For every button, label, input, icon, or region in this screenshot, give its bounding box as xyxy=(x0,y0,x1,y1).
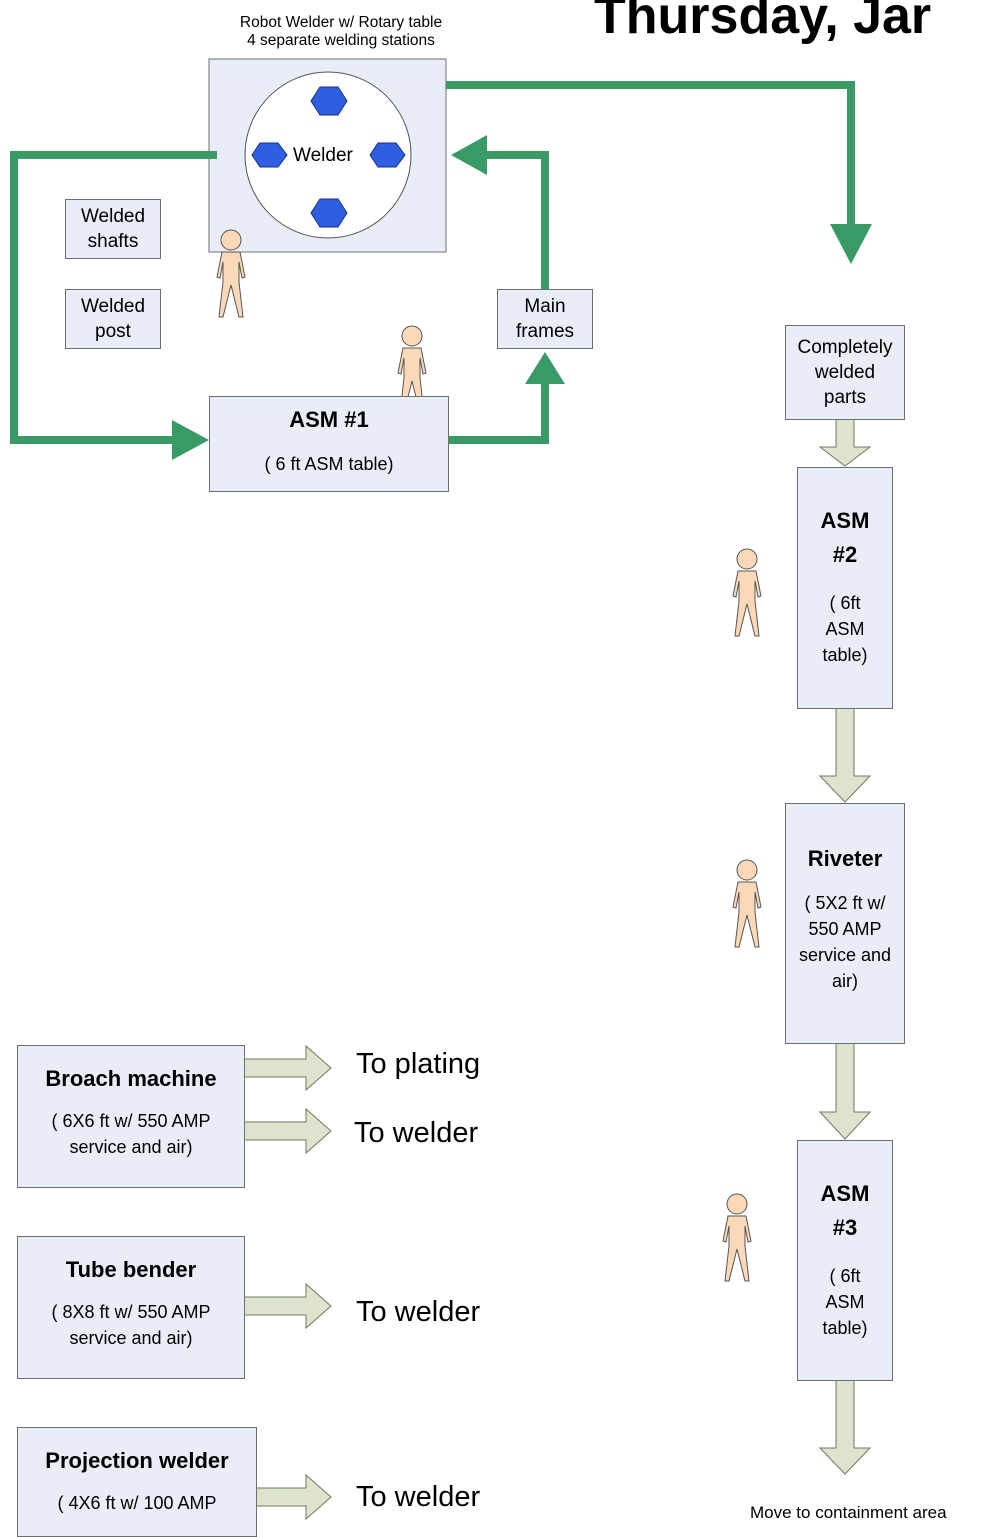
completely-welded-line2: welded xyxy=(814,362,876,383)
asm2-title-line1: ASM xyxy=(820,508,870,533)
flow-line-mainframes-to-robot xyxy=(486,151,549,289)
broach-detail-line1: ( 6X6 ft w/ 550 AMP xyxy=(51,1111,211,1131)
asm2-detail-line2: ASM xyxy=(825,619,865,639)
projection-title: Projection welder xyxy=(45,1448,229,1473)
asm3-title-line2: #3 xyxy=(832,1215,858,1240)
asm3-detail-line1: ( 6ft xyxy=(829,1266,861,1286)
riveter-detail-line2: 550 AMP xyxy=(808,919,882,939)
asm2-detail-line3: table) xyxy=(822,645,868,665)
tube-bender-title: Tube bender xyxy=(65,1257,197,1282)
operator-asm3-icon xyxy=(722,1193,752,1282)
riveter-detail-line4: air) xyxy=(832,971,858,991)
welding-station-right xyxy=(369,142,406,168)
asm3-title-line1: ASM xyxy=(820,1181,870,1206)
arrow-tubebender-to-welder xyxy=(243,1282,332,1330)
robot-caption-line1: Robot Welder w/ Rotary table xyxy=(239,14,443,31)
flow-arrowhead-into-robot xyxy=(451,135,487,175)
broach-dest-welder: To welder xyxy=(354,1117,479,1149)
page-title: Thursday, Jar xyxy=(594,0,932,45)
completely-welded-line3: parts xyxy=(823,387,867,408)
flow-arrowhead-into-completed xyxy=(830,224,872,264)
robot-welder-caption: Robot Welder w/ Rotary table 4 separate … xyxy=(176,14,506,50)
asm3-box: ASM #3 ( 6ft ASM table) xyxy=(797,1140,893,1381)
tube-bender-dest-welder: To welder xyxy=(356,1296,481,1328)
broach-detail-line2: service and air) xyxy=(69,1137,193,1157)
arrow-asm3-to-containment xyxy=(818,1379,872,1475)
asm3-detail-line2: ASM xyxy=(825,1292,865,1312)
asm2-box: ASM #2 ( 6ft ASM table) xyxy=(797,467,893,709)
projection-detail-line1: ( 4X6 ft w/ 100 AMP xyxy=(57,1493,217,1513)
main-frames-box: Main frames xyxy=(497,289,593,349)
operator-asm2-icon xyxy=(732,548,762,637)
main-frames-line1: Main xyxy=(524,296,566,317)
asm2-title-line2: #2 xyxy=(832,542,858,567)
arrow-projection-to-welder xyxy=(243,1473,332,1521)
broach-title: Broach machine xyxy=(45,1066,217,1091)
rotary-table xyxy=(244,71,412,239)
asm3-detail-line3: table) xyxy=(822,1318,868,1338)
arrow-asm2-to-riveter xyxy=(818,707,872,803)
riveter-box: Riveter ( 5X2 ft w/ 550 AMP service and … xyxy=(785,803,905,1044)
riveter-title: Riveter xyxy=(807,846,883,871)
welded-post-box: Welded post xyxy=(65,289,161,349)
flow-line-robot-to-completed xyxy=(446,81,855,224)
operator-riveter-icon xyxy=(732,859,762,948)
rotary-welder-label: Welder xyxy=(293,145,353,166)
asm1-detail: ( 6 ft ASM table) xyxy=(264,454,394,474)
flow-arrowhead-into-mainframes xyxy=(525,352,565,384)
welding-station-top xyxy=(310,86,348,116)
completely-welded-parts-box: Completely welded parts xyxy=(785,325,905,420)
flow-line-robot-to-asm1 xyxy=(10,151,217,444)
projection-welder-box: Projection welder ( 4X6 ft w/ 100 AMP xyxy=(17,1427,257,1537)
robot-caption-line2: 4 separate welding stations xyxy=(247,32,435,49)
operator-robot-welder-icon xyxy=(216,229,246,318)
welded-shafts-box: Welded shafts xyxy=(65,199,161,259)
riveter-detail-line1: ( 5X2 ft w/ xyxy=(804,893,886,913)
welded-post-line2: post xyxy=(95,321,131,342)
tube-bender-box: Tube bender ( 8X8 ft w/ 550 AMP service … xyxy=(17,1236,245,1379)
flow-arrowhead-into-asm1 xyxy=(172,420,209,460)
welded-shafts-line2: shafts xyxy=(87,231,139,252)
welded-post-line1: Welded xyxy=(80,296,146,317)
asm1-title: ASM #1 xyxy=(289,407,369,432)
welding-station-left xyxy=(251,142,288,168)
welding-station-bottom xyxy=(310,198,348,228)
arrow-completed-to-asm2 xyxy=(818,418,872,467)
flow-line-asm1-to-mainframes xyxy=(446,382,549,444)
arrow-broach-to-welder xyxy=(243,1107,332,1155)
welded-shafts-line1: Welded xyxy=(80,206,146,227)
main-frames-line2: frames xyxy=(515,321,575,342)
broach-dest-plating: To plating xyxy=(356,1048,481,1080)
arrow-broach-to-plating xyxy=(235,1044,332,1092)
tube-bender-detail-line2: service and air) xyxy=(69,1328,193,1348)
projection-dest-welder: To welder xyxy=(356,1481,481,1513)
arrow-riveter-to-asm3 xyxy=(818,1042,872,1140)
broach-machine-box: Broach machine ( 6X6 ft w/ 550 AMP servi… xyxy=(17,1045,245,1188)
riveter-detail-line3: service and xyxy=(798,945,892,965)
tube-bender-detail-line1: ( 8X8 ft w/ 550 AMP xyxy=(51,1302,211,1322)
asm2-detail-line1: ( 6ft xyxy=(829,593,861,613)
asm1-box: ASM #1 ( 6 ft ASM table) xyxy=(209,396,449,492)
containment-note: Move to containment area xyxy=(750,1503,947,1522)
completely-welded-line1: Completely xyxy=(797,337,893,358)
